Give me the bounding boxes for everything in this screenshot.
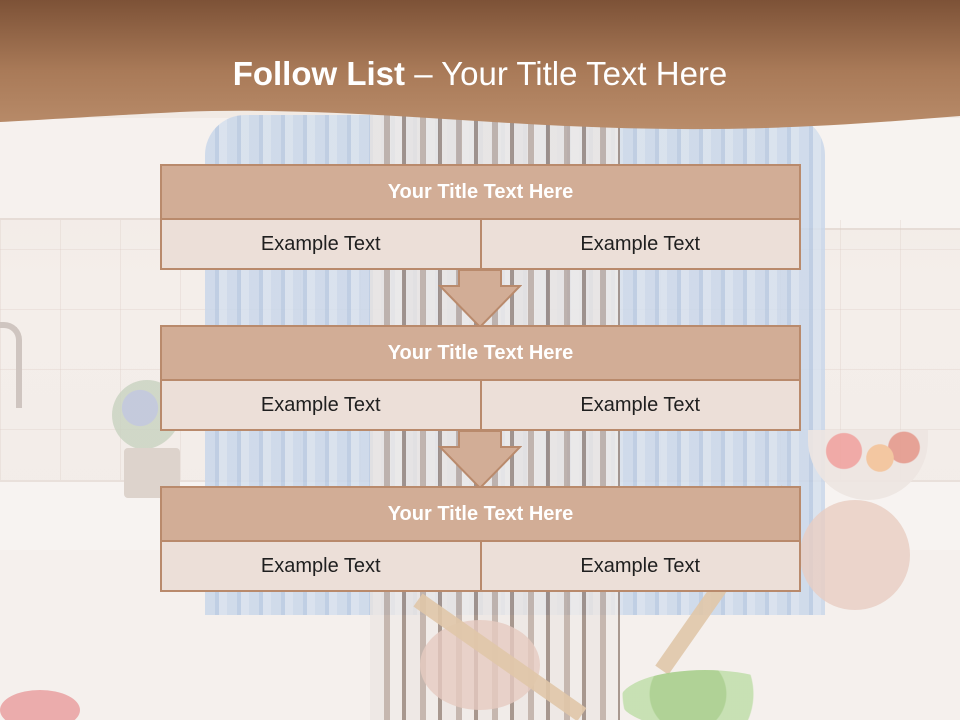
title-band: Follow List – Your Title Text Here (0, 0, 960, 140)
step-title-1: Your Title Text Here (160, 164, 801, 220)
slide-title: Follow List – Your Title Text Here (0, 55, 960, 93)
step-title-3: Your Title Text Here (160, 486, 801, 542)
step-block-1: Your Title Text Here Example Text Exampl… (160, 164, 801, 270)
step-3-right-text: Example Text (481, 542, 801, 592)
step-1-right-text: Example Text (481, 220, 801, 270)
down-arrow-icon (437, 269, 523, 329)
slide-title-rest: – Your Title Text Here (414, 55, 728, 92)
step-3-left-text: Example Text (160, 542, 482, 592)
slide-title-bold: Follow List (232, 55, 406, 92)
step-title-2: Your Title Text Here (160, 325, 801, 381)
step-2-right-text: Example Text (481, 381, 801, 431)
step-1-left-text: Example Text (160, 220, 482, 270)
down-arrow-icon (437, 430, 523, 490)
step-2-left-text: Example Text (160, 381, 482, 431)
step-block-3: Your Title Text Here Example Text Exampl… (160, 486, 801, 592)
step-block-2: Your Title Text Here Example Text Exampl… (160, 325, 801, 431)
